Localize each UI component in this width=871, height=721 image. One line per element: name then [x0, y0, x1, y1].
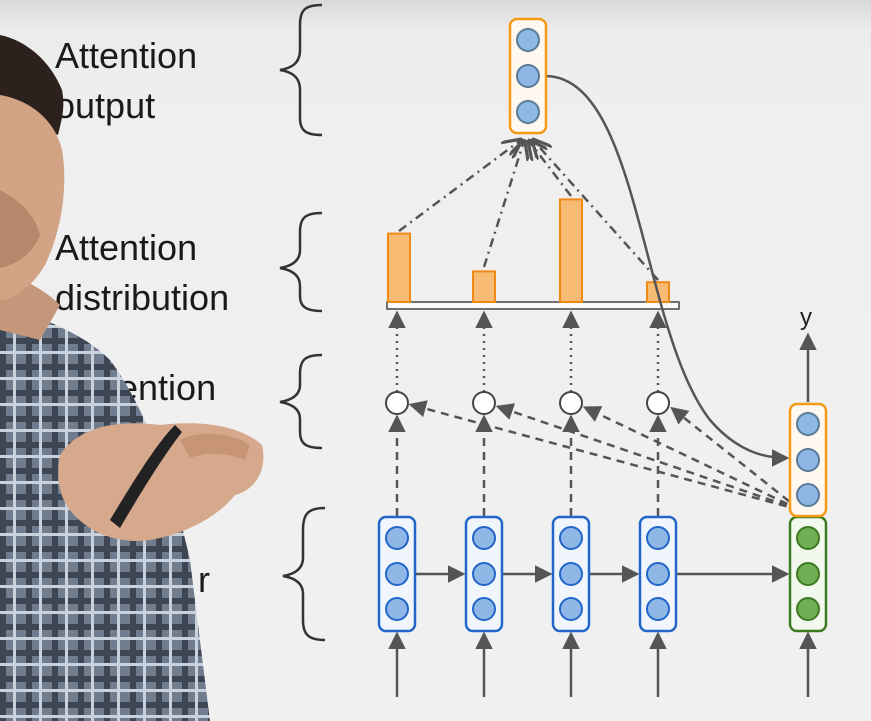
decoder-cell: [788, 515, 828, 633]
encoder-cell: [464, 515, 504, 633]
attention-distribution-bars: [387, 198, 670, 304]
encoder-cells: [377, 515, 678, 633]
brace-attention-output: [279, 3, 323, 137]
attention-output-label-line2: output: [55, 85, 156, 126]
attention-score-circles: [385, 391, 670, 415]
encoder-cell: [638, 515, 678, 633]
brace-attention-scores: [279, 353, 323, 450]
score-to-bar-links: [388, 310, 667, 392]
attention-distribution-label-line2: distribution: [55, 277, 230, 318]
distribution-baseline: [386, 301, 680, 310]
score-circle-3: [559, 391, 583, 415]
attention-output-cell: [508, 17, 548, 135]
decoder-combined-cell: [788, 402, 828, 518]
attention-bar: [387, 232, 411, 304]
attention-distribution-label-line1: Attention: [55, 227, 198, 268]
encoder-cell: [377, 515, 417, 633]
encoder-label-fragment: r: [198, 559, 210, 600]
encoder-cell: [551, 515, 591, 633]
encoder-to-score-links: [388, 414, 667, 516]
score-circle-4: [646, 391, 670, 415]
decoder-to-score-links: [408, 400, 801, 512]
score-circle-2: [472, 391, 496, 415]
brace-encoder: [282, 506, 326, 642]
attention-bar: [472, 270, 496, 303]
input-arrows: [388, 631, 817, 697]
brace-attention-distribution: [279, 211, 323, 313]
attention-bar: [559, 198, 583, 303]
bar-to-output-links: [398, 140, 659, 281]
attention-output-to-decoder-curve: [544, 74, 790, 467]
output-y-label: y: [800, 304, 812, 331]
attention-output-label-line1: Attention: [55, 35, 198, 76]
presenter-photo: [0, 35, 264, 721]
score-circle-1: [385, 391, 409, 415]
